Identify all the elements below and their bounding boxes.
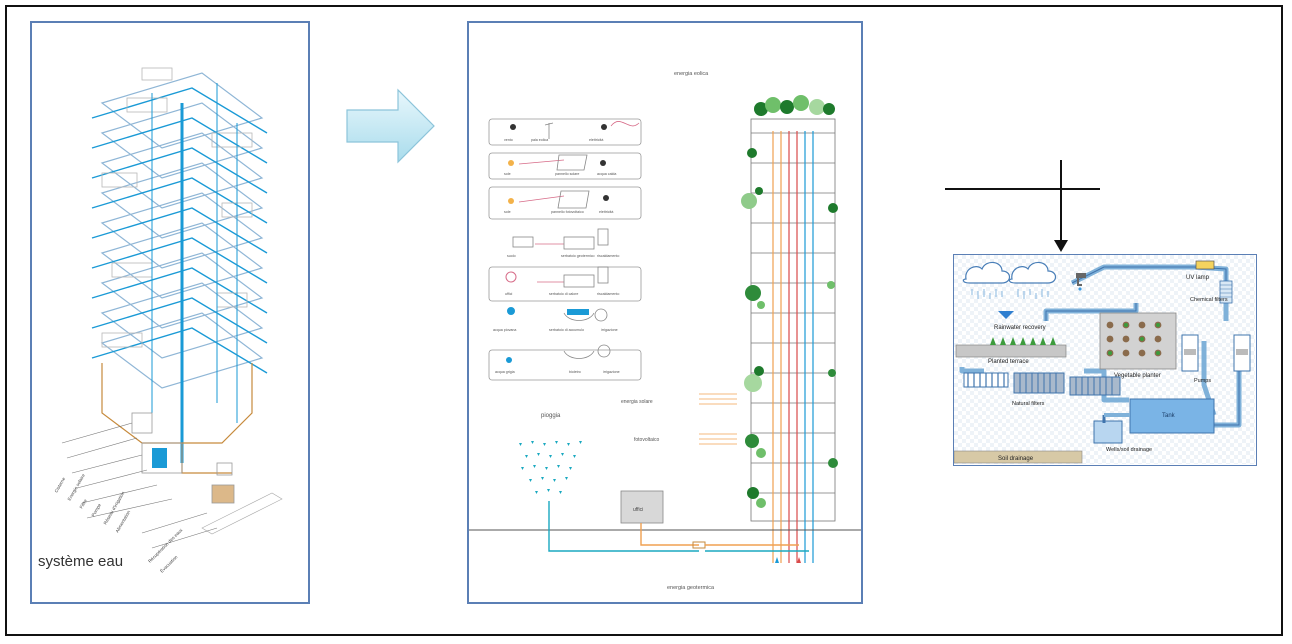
box-label: riscaldamento [597,254,619,258]
box-label: serbatoio di calore [549,292,578,296]
pv-label: fotovoltaico [634,437,660,443]
box-label: bioletro [569,370,581,374]
right-arrow-icon [346,88,435,164]
box-label: irrigazione [603,370,620,374]
wind-energy-label: energia eolica [674,71,709,77]
box-label: irrigazione [601,328,618,332]
rainwater-recovery-label: Rainwater recovery [994,325,1046,331]
legend-item: Évacuation [158,553,178,573]
panel-caption: système eau [38,553,124,570]
energy-section-diagram: energia eolica [469,71,861,591]
box-label: pannello fotovoltaico [551,210,584,214]
box-label: riscaldamento [597,292,619,296]
pumps-label: Pumps [1194,378,1211,384]
slide-frame [5,5,1283,636]
tank-label: Tank [1162,413,1176,419]
down-arrow-icon [945,160,1100,252]
rain-label: pioggia [541,413,561,419]
vegetable-planter-label: Vegetable planter [1114,373,1161,379]
box-label: uffici [505,292,513,296]
legend-item: Filtre [79,498,89,510]
box-label: elettricità [589,138,603,142]
energy-section-panel: energia eolica [467,21,863,604]
legend-item: Pompe [91,502,103,517]
wells-drainage-label: Wells/soil drainage [1106,447,1152,453]
box-label: pala eolica [531,138,548,142]
solar-label: energia solare [621,399,653,405]
box-label: serbatoio di accumulo [549,328,584,332]
water-system-panel: Cisterne Energie solaire Filtre Pompe Ré… [30,21,310,604]
box-label: sole [504,172,511,176]
offices-label: uffici [633,507,643,513]
uv-lamp-label: UV lamp [1186,275,1210,281]
chemical-filters-label: Chemical filters [1190,297,1228,303]
legend-item: Alimentation [115,509,132,533]
legend-item: Energie solaire [67,473,87,502]
water-recovery-diagram: UV lamp Chemical filters Rainwater recov… [953,255,1255,464]
geothermal-label: energia geotermica [667,585,715,591]
box-label: sole [504,210,511,214]
box-label: acqua calda [597,172,616,176]
box-label: elettricità [599,210,613,214]
natural-filters-label: Natural filters [1012,401,1045,407]
box-label: serbatoio geotermico [561,254,595,258]
box-label: acqua grigia [495,370,515,374]
box-label: pannello solare [555,172,579,176]
box-label: acqua piovana [493,328,516,332]
box-label: vento [504,138,513,142]
building-axonometric: Cisterne Energie solaire Filtre Pompe Ré… [54,67,283,574]
legend-item: Récupération des eaux [147,527,184,564]
legend-item: Cisterne [54,476,67,493]
water-recovery-panel: UV lamp Chemical filters Rainwater recov… [953,254,1257,466]
soil-drainage-label: Soil drainage [998,456,1034,462]
box-label: suolo [507,254,516,258]
planted-terrace-label: Planted terrace [988,359,1029,365]
